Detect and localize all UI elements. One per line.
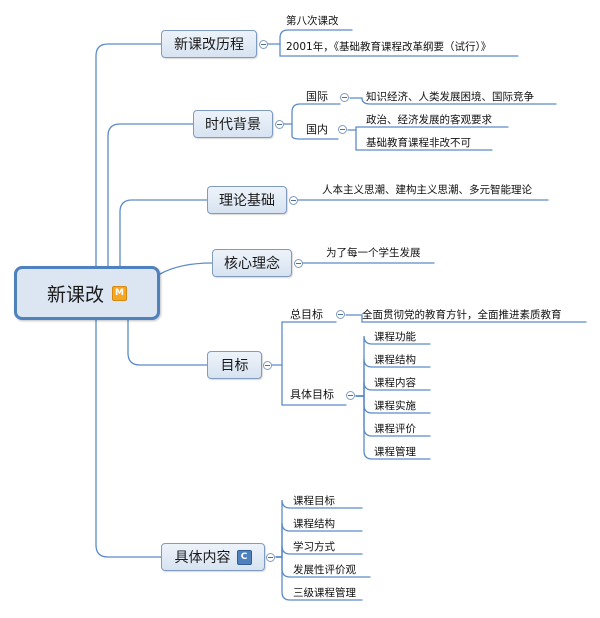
connector-line xyxy=(291,123,339,140)
branch-history-label: 新课改历程 xyxy=(174,37,244,53)
international-item: 知识经济、人类发展困境、国际竞争 xyxy=(366,91,534,103)
branch-content-label: 具体内容 xyxy=(174,550,231,566)
connector-line xyxy=(107,123,194,267)
branch-goals[interactable]: 目标 xyxy=(207,351,262,379)
content-item: 三级课程管理 xyxy=(293,587,356,599)
content-item: 课程结构 xyxy=(293,518,335,530)
connector-line xyxy=(355,381,431,397)
c-marker-icon: C xyxy=(236,549,252,565)
connector-line xyxy=(347,126,509,131)
connector-line xyxy=(275,499,363,558)
branch-background-label: 时代背景 xyxy=(205,117,261,133)
collapse-goals-icon[interactable] xyxy=(263,361,272,370)
collapse-domestic-icon[interactable] xyxy=(338,125,347,134)
connector-line xyxy=(345,314,587,323)
history-item: 第八次课改 xyxy=(286,15,339,27)
connector-line xyxy=(95,43,162,267)
branch-concept-label: 核心理念 xyxy=(224,256,280,272)
connector-line xyxy=(279,43,519,57)
background-international-label: 国际 xyxy=(306,90,328,103)
specific-item: 课程管理 xyxy=(374,446,416,458)
collapse-concept-icon[interactable] xyxy=(294,259,303,268)
connector-line xyxy=(271,321,337,366)
connector-line xyxy=(159,262,213,275)
content-item: 学习方式 xyxy=(293,541,335,553)
specific-item: 课程评价 xyxy=(374,423,416,435)
concept-item: 为了每一个学生发展 xyxy=(326,247,421,259)
connector-line xyxy=(275,556,363,601)
connector-line xyxy=(355,129,493,151)
collapse-overall-icon[interactable] xyxy=(336,310,345,319)
branch-history[interactable]: 新课改历程 xyxy=(161,30,257,58)
goals-overall-label: 总目标 xyxy=(290,308,323,321)
branch-goals-label: 目标 xyxy=(220,358,249,374)
connector-line xyxy=(119,199,208,267)
background-domestic-label: 国内 xyxy=(306,123,328,136)
connector-line xyxy=(275,522,363,558)
connector-line xyxy=(349,97,557,105)
connector-line xyxy=(355,335,431,397)
content-item: 发展性评价观 xyxy=(293,564,356,576)
connector-line xyxy=(281,364,347,406)
branch-concept[interactable]: 核心理念 xyxy=(212,249,292,277)
connector-line xyxy=(355,395,431,460)
connector-line xyxy=(275,545,363,558)
theory-item: 人本主义思潮、建构主义思潮、多元智能理论 xyxy=(322,184,532,196)
branch-theory-label: 理论基础 xyxy=(219,193,275,209)
domestic-item: 政治、经济发展的客观要求 xyxy=(366,114,492,126)
specific-item: 课程功能 xyxy=(374,331,416,343)
specific-item: 课程实施 xyxy=(374,400,416,412)
history-item: 2001年，《基础教育课程改革纲要（试行）》 xyxy=(286,41,492,53)
connector-line xyxy=(355,358,431,397)
collapse-history-icon[interactable] xyxy=(259,40,268,49)
collapse-content-icon[interactable] xyxy=(266,553,275,562)
branch-theory[interactable]: 理论基础 xyxy=(207,186,287,214)
goals-specific-label: 具体目标 xyxy=(290,388,334,401)
connector-line xyxy=(267,29,353,45)
domestic-item: 基础教育课程非改不可 xyxy=(366,137,471,149)
m-marker-icon: M xyxy=(112,285,127,301)
connector-line xyxy=(127,319,208,366)
root-label: 新课改 xyxy=(46,283,104,306)
connector-line xyxy=(95,319,162,558)
overall-item: 全面贯彻党的教育方针，全面推进素质教育 xyxy=(362,309,562,321)
content-item: 课程目标 xyxy=(293,495,335,507)
branch-content[interactable]: 具体内容 C xyxy=(161,543,265,571)
specific-item: 课程结构 xyxy=(374,354,416,366)
collapse-specific-icon[interactable] xyxy=(346,391,355,400)
connector-line xyxy=(283,103,341,125)
collapse-international-icon[interactable] xyxy=(340,93,349,102)
specific-item: 课程内容 xyxy=(374,377,416,389)
root-node[interactable]: 新课改 M xyxy=(14,266,160,320)
branch-background[interactable]: 时代背景 xyxy=(193,110,273,138)
collapse-theory-icon[interactable] xyxy=(289,196,298,205)
collapse-background-icon[interactable] xyxy=(275,120,284,129)
